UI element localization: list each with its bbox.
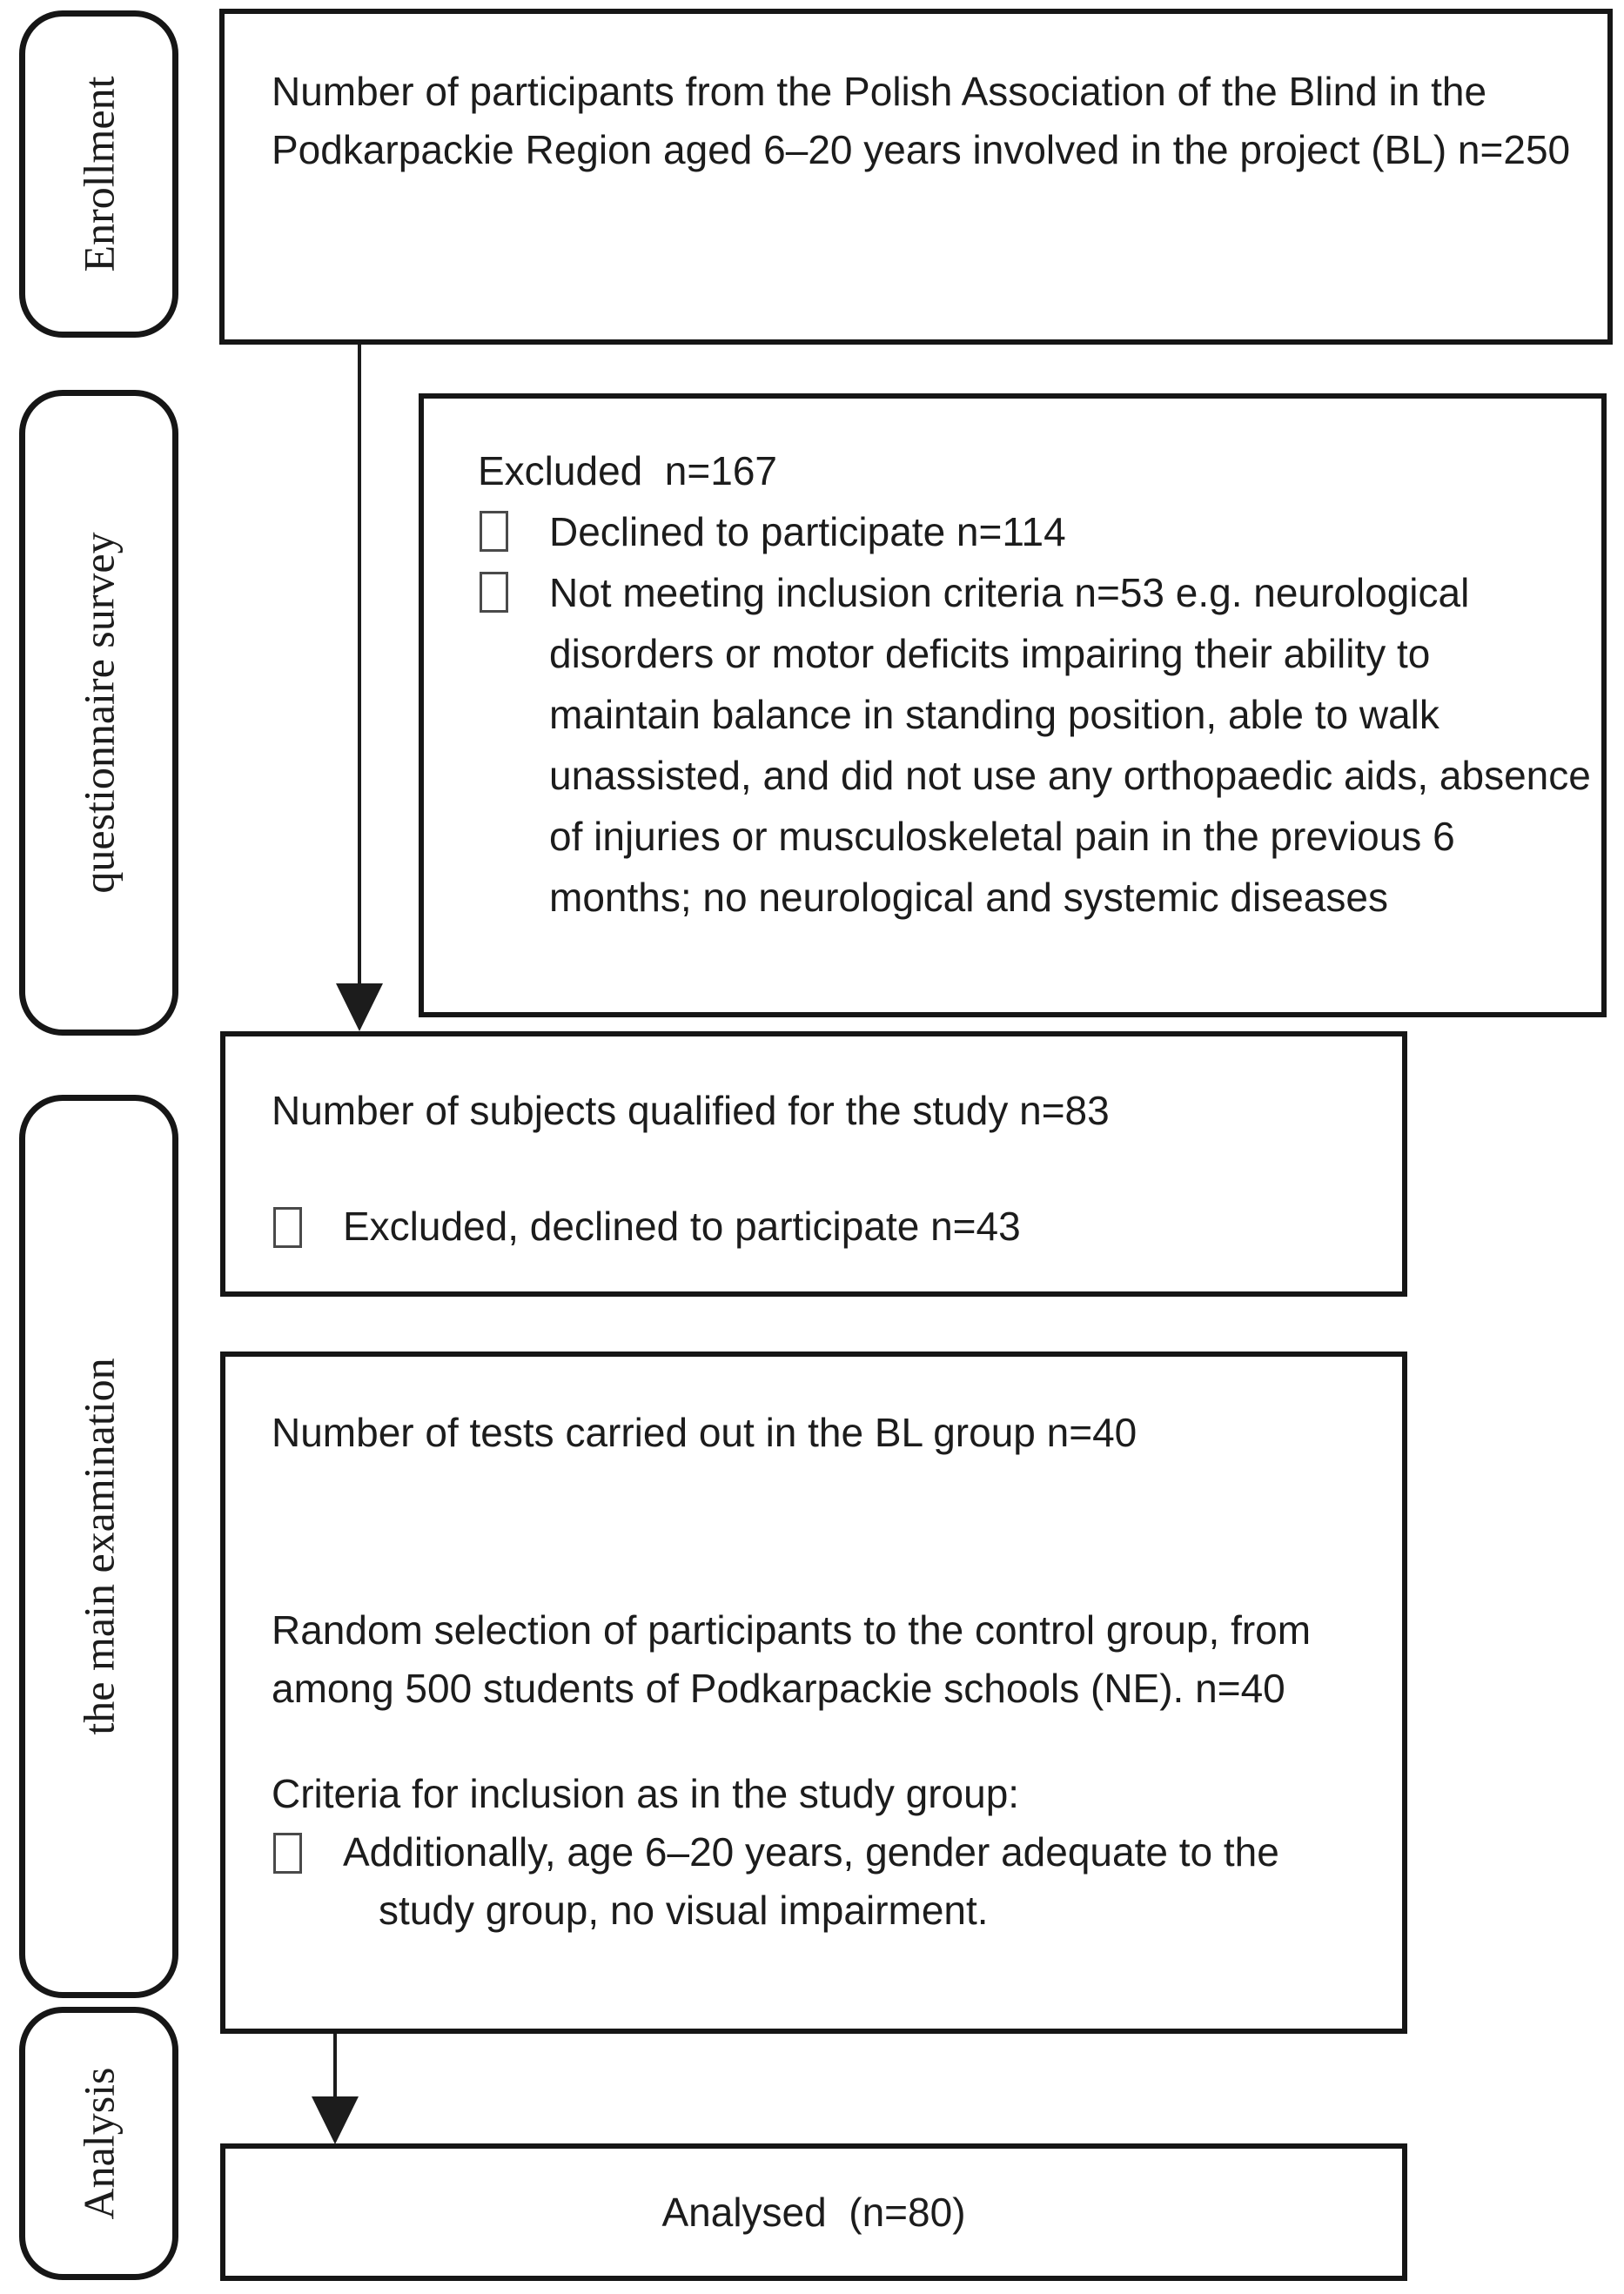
qualified-title: Number of subjects qualified for the stu… bbox=[272, 1088, 1110, 1133]
criteria-bullet-list: Additionally, age 6–20 years, gender ade… bbox=[272, 1823, 1350, 1940]
stage-box-questionnaire-survey: questionnaire survey bbox=[19, 390, 178, 1036]
criteria-line: Criteria for inclusion as in the study g… bbox=[272, 1771, 1020, 1816]
flow-box-excluded: Excluded n=167 Declined to participate n… bbox=[419, 393, 1607, 1017]
qualified-bullet-list: Excluded, declined to participate n=43 bbox=[272, 1197, 1378, 1256]
list-item-text: Excluded, declined to participate n=43 bbox=[343, 1204, 1021, 1249]
stage-box-enrollment: Enrollment bbox=[19, 10, 178, 338]
list-item: Additionally, age 6–20 years, gender ade… bbox=[272, 1823, 1350, 1940]
checkbox-bullet-icon bbox=[273, 1833, 302, 1874]
participants-text: Number of participants from the Polish A… bbox=[272, 69, 1571, 172]
list-item: Declined to participate n=114 bbox=[478, 501, 1593, 562]
list-item: Excluded, declined to participate n=43 bbox=[272, 1197, 1378, 1256]
list-item-text: Declined to participate n=114 bbox=[549, 509, 1066, 554]
checkbox-bullet-icon bbox=[480, 511, 508, 552]
excluded-title: Excluded n=167 bbox=[478, 448, 777, 493]
flow-box-main-examination: Number of tests carried out in the BL gr… bbox=[220, 1352, 1407, 2034]
flow-box-participants: Number of participants from the Polish A… bbox=[219, 9, 1613, 345]
down-arrow-icon bbox=[312, 2096, 359, 2144]
down-arrow-icon bbox=[336, 983, 383, 1031]
flow-box-analysed: Analysed (n=80) bbox=[220, 2143, 1407, 2281]
stage-label-main-examination: the main examination bbox=[74, 1358, 124, 1735]
stage-label-questionnaire-survey: questionnaire survey bbox=[74, 532, 124, 894]
stage-box-main-examination: the main examination bbox=[19, 1095, 178, 1998]
list-item-text: Additionally, age 6–20 years, gender ade… bbox=[343, 1829, 1279, 1933]
list-item: Not meeting inclusion criteria n=53 e.g.… bbox=[478, 562, 1593, 928]
checkbox-bullet-icon bbox=[480, 572, 508, 613]
checkbox-bullet-icon bbox=[273, 1207, 302, 1248]
stage-box-analysis: Analysis bbox=[19, 2007, 178, 2280]
stage-label-enrollment: Enrollment bbox=[74, 76, 124, 272]
down-arrow-line bbox=[333, 2034, 337, 2096]
flow-box-qualified: Number of subjects qualified for the stu… bbox=[220, 1031, 1407, 1297]
analysed-text: Analysed (n=80) bbox=[661, 2189, 966, 2235]
tests-line: Number of tests carried out in the BL gr… bbox=[272, 1410, 1137, 1455]
excluded-bullet-list: Declined to participate n=114 Not meetin… bbox=[478, 501, 1593, 928]
list-item-text: Not meeting inclusion criteria n=53 e.g.… bbox=[549, 570, 1591, 920]
stage-label-analysis: Analysis bbox=[74, 2067, 124, 2220]
down-arrow-line bbox=[358, 345, 361, 983]
random-selection-line: Random selection of participants to the … bbox=[272, 1607, 1312, 1711]
